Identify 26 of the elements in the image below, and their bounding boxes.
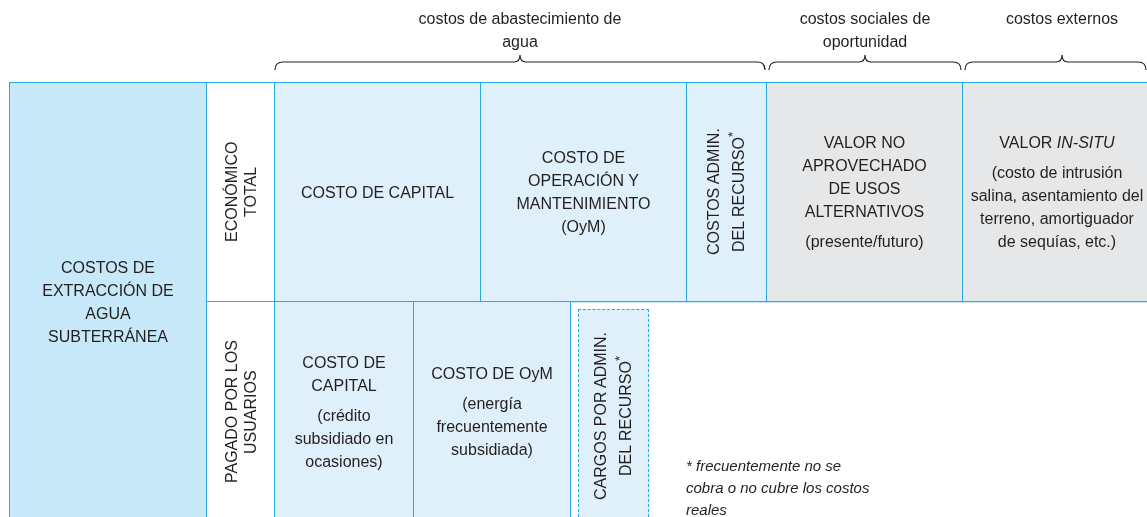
cell-heading: ECONÓMICO TOTAL bbox=[221, 140, 260, 245]
cell-heading: VALOR IN-SITU bbox=[999, 133, 1115, 153]
cell-note: (presente/futuro) bbox=[805, 232, 924, 252]
footnote: * frecuentemente no se cobra o no cubre los costos reales bbox=[686, 456, 871, 517]
cost-cell bbox=[274, 82, 481, 302]
cell-note: (energía frecuentemente subsidiada) bbox=[435, 394, 549, 460]
external-cost-cell bbox=[962, 82, 1147, 302]
cell-heading: COSTO DE OyM bbox=[431, 364, 553, 384]
cell-heading: COSTO DE OPERACIÓN Y MANTENIMIENTO (OyM) bbox=[515, 148, 652, 237]
cell-heading: COSTO DE CAPITAL bbox=[301, 352, 387, 396]
cell-heading: COSTOS DE EXTRACCIÓN DE AGUA SUBTERRÁNEA bbox=[41, 258, 175, 347]
cell-note: (costo de intrusión salina, asentamiento del terreno, amortiguador de sequías, etc.) bbox=[969, 163, 1145, 252]
opportunity-cost-cell bbox=[766, 82, 963, 302]
cost-cell bbox=[480, 82, 687, 302]
cost-cell bbox=[413, 301, 571, 517]
dashed-charge-cell bbox=[578, 309, 649, 517]
cell-note: (crédito subsidiado en ocasiones) bbox=[293, 405, 395, 472]
cell-heading: COSTO DE CAPITAL bbox=[300, 182, 455, 203]
cost-cell bbox=[274, 301, 414, 517]
cell-heading: VALOR NO APROVECHADO DE USOS ALTERNATIVOS bbox=[801, 133, 928, 222]
cell-heading: PAGADO POR LOS USUARIOS bbox=[221, 339, 260, 485]
group-label: costos externos bbox=[1004, 9, 1120, 29]
cost-cell bbox=[686, 82, 767, 302]
row-header-cell bbox=[9, 82, 207, 517]
group-label: costos de abastecimiento de agua bbox=[417, 9, 623, 52]
group-label: costos sociales de oportunidad bbox=[798, 9, 932, 52]
